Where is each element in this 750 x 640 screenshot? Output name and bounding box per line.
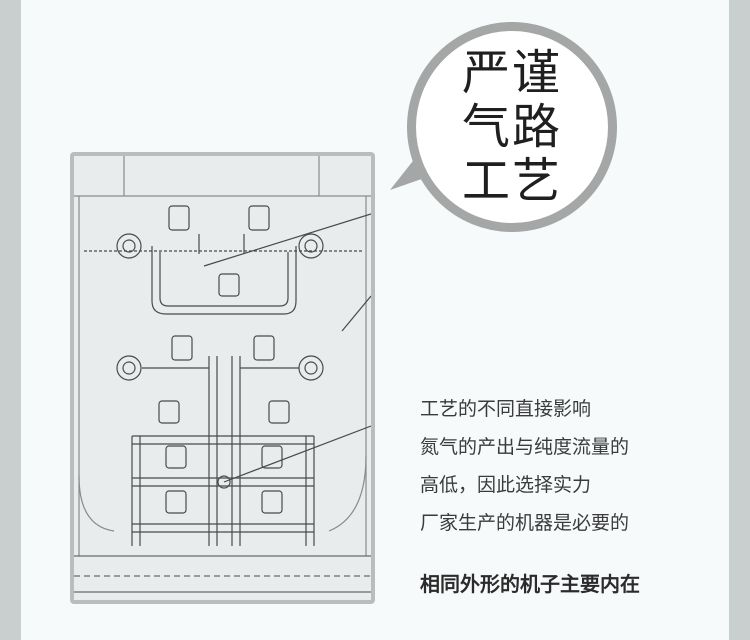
left-side-bar xyxy=(0,0,21,640)
piping-diagram-frame xyxy=(70,152,375,604)
badge-line: 工艺 xyxy=(461,153,562,209)
piping-diagram-icon xyxy=(74,156,371,593)
right-side-bar xyxy=(729,0,750,640)
badge-title: 严谨 气路 工艺 xyxy=(456,46,568,208)
description-line: 高低，因此选择实力 xyxy=(420,474,592,496)
description-line: 厂家生产的机器是必要的 xyxy=(420,512,630,534)
description-line: 工艺的不同直接影响 xyxy=(420,398,592,420)
highlight-text: 相同外形的机子主要内在 xyxy=(420,572,640,596)
badge-line: 气路 xyxy=(461,99,562,155)
description-line: 氮气的产出与纯度流量的 xyxy=(420,436,630,458)
process-badge: 严谨 气路 工艺 xyxy=(407,22,617,232)
description-text: 工艺的不同直接影响 氮气的产出与纯度流量的 高低，因此选择实力 厂家生产的机器是… xyxy=(420,390,720,542)
badge-line: 严谨 xyxy=(461,45,562,101)
